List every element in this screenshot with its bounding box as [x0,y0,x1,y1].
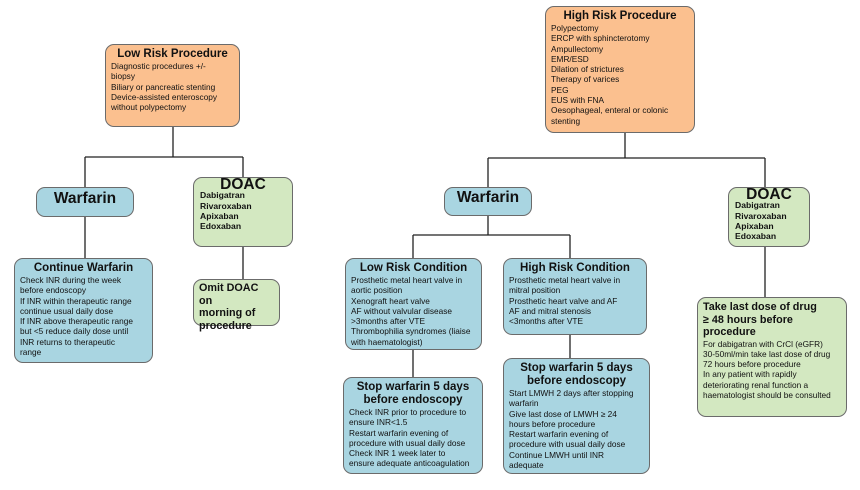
stop-warfarin-high-item: hours before procedure [509,418,596,429]
high-risk-procedure-item: stenting [551,115,581,126]
low-doac-drug: Edoxaban [200,220,242,231]
low-doac-drug: Apixaban [200,210,239,221]
high-risk-procedure-title: High Risk Procedure [563,10,677,22]
low-risk-condition-item: Xenograft heart valve [351,295,430,306]
stop-warfarin-high-item: Give last dose of LMWH ≥ 24 [509,408,617,419]
high-risk-procedure-item: EMR/ESD [551,53,589,64]
low-warfarin-title: Warfarin [53,190,117,207]
continue-warfarin-item: but <5 reduce daily dose until [20,326,129,337]
stop-warfarin-high-title-line: Stop warfarin 5 days [520,362,633,374]
continue-warfarin-item: If INR above therapeutic range [20,316,133,327]
low-risk-procedure-item: Device-assisted enteroscopy [111,91,218,102]
last-dose-item: In any patient with rapidly [703,369,797,380]
low-doac-drug: Dabigatran [200,190,245,201]
stop-warfarin-low-item: procedure with usual daily dose [349,437,466,448]
continue-warfarin-item: continue usual daily dose [20,305,114,316]
high-warfarin-title: Warfarin [456,189,520,206]
high-doac-drug: Edoxaban [735,230,777,241]
stop-warfarin-high-title-line: before endoscopy [526,375,627,387]
high-doac-drug: Dabigatran [735,200,780,211]
high-warfarin-box: Warfarin [444,187,532,216]
low-risk-procedure-box: Low Risk Procedure Diagnostic procedures… [105,44,240,127]
high-doac-drug: Apixaban [735,220,774,231]
low-risk-condition-box: Low Risk Condition Prosthetic metal hear… [345,258,482,350]
low-risk-condition-item: AF without valvular disease [351,305,452,316]
continue-warfarin-item: Check INR during the week [20,275,121,285]
low-risk-condition-item: with haematologist) [351,336,423,347]
low-warfarin-box: Warfarin [36,187,134,217]
high-risk-condition-item: AF and mitral stenosis [509,305,592,316]
stop-warfarin-high-item: Restart warfarin evening of [509,429,609,440]
last-dose-item: For dabigatran with CrCl (eGFR) [703,338,823,349]
high-risk-condition-item: <3months after VTE [509,316,584,327]
high-risk-procedure-item: Dilation of strictures [551,64,624,75]
high-doac-drug: Rivaroxaban [735,210,787,221]
low-doac-title: DOAC [220,176,266,193]
high-doac-title: DOAC [746,186,792,203]
high-risk-procedure-item: Oesophageal, enteral or colonic [551,105,669,116]
low-risk-procedure-item: without polypectomy [111,102,187,113]
high-risk-procedure-item: EUS with FNA [551,95,605,106]
high-risk-procedure-item: PEG [551,84,569,95]
stop-warfarin-low-item: Check INR 1 week later to [349,448,446,459]
omit-doac-title-line: procedure [199,319,252,332]
stop-warfarin-high-item: adequate [509,460,544,471]
continue-warfarin-box: Continue Warfarin Check INR during the w… [14,258,153,363]
stop-warfarin-high-item: procedure with usual daily dose [509,439,626,450]
low-risk-condition-item: aortic position [351,285,403,296]
stop-warfarin-low-item: ensure INR<1.5 [349,417,408,428]
stop-warfarin-high-item: Start LMWH 2 days after stopping [509,388,634,398]
low-doac-drug: Rivaroxaban [200,200,252,211]
low-risk-condition-title: Low Risk Condition [359,262,468,274]
low-risk-condition-item: Thrombophilia syndromes (liaise [351,326,471,337]
stop-warfarin-high-item: warfarin [509,398,539,409]
stop-warfarin-low-title-line: before endoscopy [363,394,463,406]
stop-warfarin-high-item: Continue LMWH until INR [509,449,604,460]
high-risk-condition-item: Prosthetic heart valve and AF [509,295,618,306]
continue-warfarin-item: INR returns to therapeutic [20,336,115,347]
high-risk-procedure-item: Therapy of varices [551,74,620,85]
high-risk-procedure-item: ERCP with sphincterotomy [551,33,650,44]
high-risk-procedure-item: Polypectomy [551,23,599,33]
last-dose-title-line: ≥ 48 hours before [703,313,793,326]
last-dose-item: 30-50ml/min take last dose of drug [703,348,831,359]
high-risk-condition-box: High Risk Condition Prosthetic metal hea… [503,258,647,335]
omit-doac-title-line: morning of [199,307,256,319]
continue-warfarin-item: before endoscopy [20,285,86,296]
low-risk-condition-item: Prosthetic metal heart valve in [351,275,463,285]
omit-doac-title-line: Omit DOAC on [199,282,259,307]
low-risk-condition-item: >3months after VTE [351,316,426,327]
high-risk-condition-item: Prosthetic metal heart valve in [509,275,621,285]
high-risk-condition-title: High Risk Condition [520,262,630,274]
low-risk-procedure-item: Biliary or pancreatic stenting [111,81,216,92]
continue-warfarin-item: range [20,347,42,358]
last-dose-title-line: Take last dose of drug [703,301,817,313]
low-risk-procedure-title: Low Risk Procedure [117,48,228,60]
last-dose-item: deteriorating renal function a [703,379,809,390]
stop-warfarin-low-item: ensure adequate anticoagulation [349,458,470,469]
last-dose-item: haematologist should be consulted [703,389,831,400]
high-risk-procedure-item: Ampullectomy [551,43,604,54]
high-risk-condition-item: mitral position [509,285,561,296]
continue-warfarin-title: Continue Warfarin [33,262,134,274]
last-dose-item: 72 hours before procedure [703,359,801,370]
stop-warfarin-low-item: Restart warfarin evening of [349,427,449,438]
low-risk-procedure-item: Diagnostic procedures +/- [111,61,206,71]
stop-warfarin-low-title-line: Stop warfarin 5 days [356,381,470,393]
low-risk-procedure-item: biopsy [111,71,135,82]
continue-warfarin-item: If INR within therapeutic range [20,295,132,306]
stop-warfarin-low-item: Check INR prior to procedure to [349,407,467,417]
last-dose-title-line: procedure [703,326,756,338]
